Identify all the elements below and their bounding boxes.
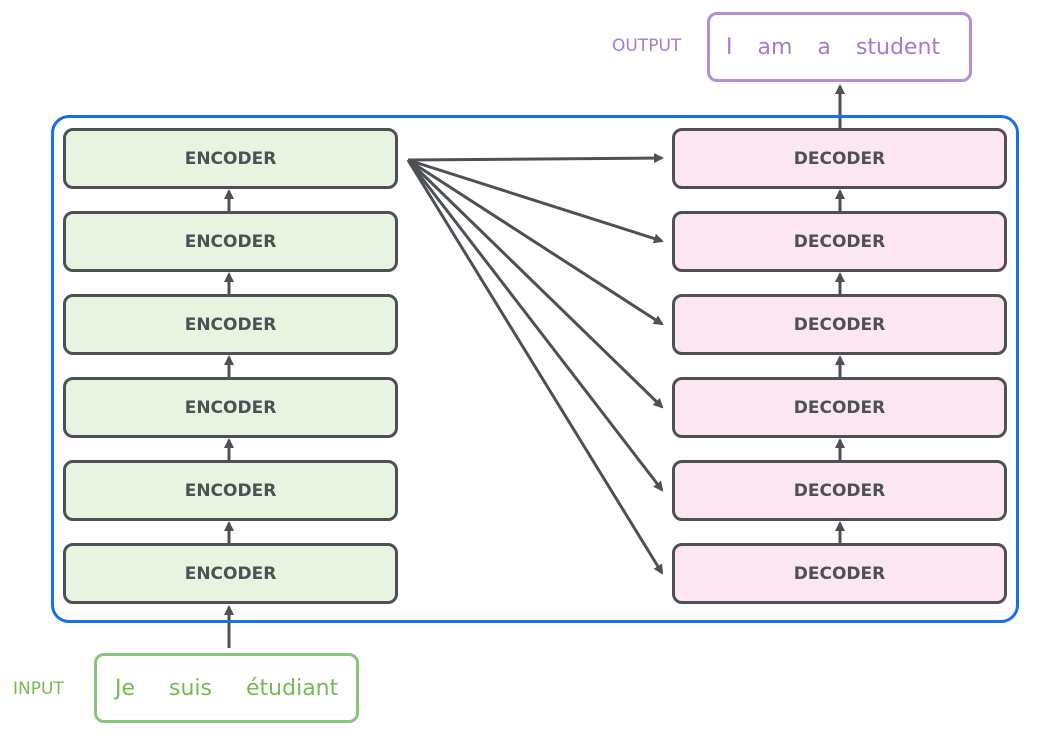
- encoder-to-decoder-arrow: [406, 158, 664, 409]
- decoder-block-2: DECODER: [672, 460, 1007, 521]
- decoder-block-3: DECODER: [672, 377, 1007, 438]
- encoder-to-decoder-arrow: [406, 159, 664, 492]
- input-label: INPUT: [13, 679, 64, 699]
- encoder-block-1: ENCODER: [63, 543, 398, 604]
- input-sentence-box: Je suis étudiant: [94, 653, 359, 723]
- encoder-to-decoder-arrow: [407, 158, 664, 244]
- output-word: student: [855, 34, 941, 60]
- output-word: a: [817, 34, 831, 60]
- output-label: OUTPUT: [612, 36, 682, 56]
- output-word: am: [757, 34, 793, 60]
- output-word: I: [726, 34, 733, 60]
- encoder-to-decoder-arrow: [407, 158, 664, 326]
- encoder-stack: ENCODER ENCODER ENCODER ENCODER ENCODER …: [63, 0, 398, 738]
- input-word: étudiant: [246, 675, 339, 701]
- input-word: suis: [169, 675, 213, 701]
- encoder-block-5: ENCODER: [63, 211, 398, 272]
- encoder-block-3: ENCODER: [63, 377, 398, 438]
- model-frame: [51, 115, 1019, 623]
- input-word: Je: [115, 675, 136, 701]
- decoder-stack: DECODER DECODER DECODER DECODER DECODER …: [672, 0, 1007, 738]
- output-sentence-box: I am a student: [707, 12, 972, 82]
- decoder-block-4: DECODER: [672, 294, 1007, 355]
- decoder-block-1: DECODER: [672, 543, 1007, 604]
- decoder-block-5: DECODER: [672, 211, 1007, 272]
- decoder-block-6: DECODER: [672, 128, 1007, 189]
- encoder-to-decoder-arrow: [407, 153, 664, 164]
- encoder-block-2: ENCODER: [63, 460, 398, 521]
- encoder-to-decoder-arrow: [406, 159, 664, 575]
- encoder-block-4: ENCODER: [63, 294, 398, 355]
- encoder-block-6: ENCODER: [63, 128, 398, 189]
